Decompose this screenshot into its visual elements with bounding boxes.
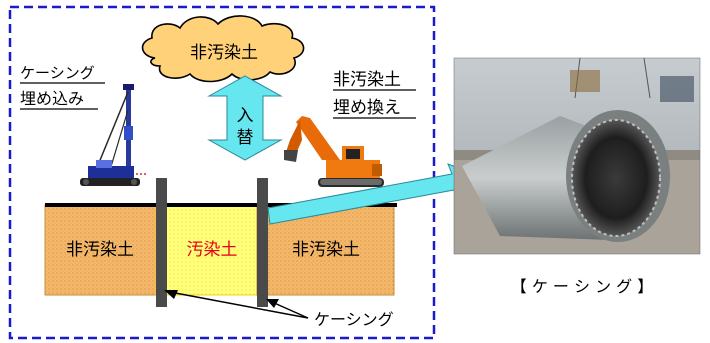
replace-label-1: 非汚染土	[333, 70, 401, 90]
swap-double-arrow	[207, 75, 283, 161]
casing-callout-label: ケーシング	[314, 310, 394, 329]
left-soil-label: 非汚染土	[66, 240, 134, 260]
contaminated-soil-label: 汚染土	[187, 240, 238, 260]
dashed-frame	[8, 5, 436, 340]
casing-left	[156, 178, 167, 307]
swap-arrow-label-1: 入	[237, 106, 254, 126]
contaminated-soil-region	[155, 204, 258, 296]
ground-surface-line	[45, 203, 397, 207]
right-soil-label: 非汚染土	[292, 240, 360, 260]
pile-driver-icon	[80, 84, 148, 186]
casing-embed-label-1: ケーシング	[20, 64, 95, 82]
casing-callout-arrows	[164, 290, 309, 319]
casing-embed-label-2: 埋め込み	[20, 89, 84, 108]
casing-photo	[453, 57, 701, 255]
left-soil-region	[44, 204, 157, 296]
casing-right	[257, 178, 268, 307]
swap-arrow-label-2: 替	[237, 128, 254, 148]
replace-label-2: 埋め換え	[333, 98, 401, 118]
cloud-label: 非汚染土	[190, 43, 258, 63]
photo-caption: 【 ケ ー シ ン グ 】	[511, 277, 654, 296]
excavator-icon	[284, 116, 384, 187]
cloud-shape	[141, 15, 305, 83]
